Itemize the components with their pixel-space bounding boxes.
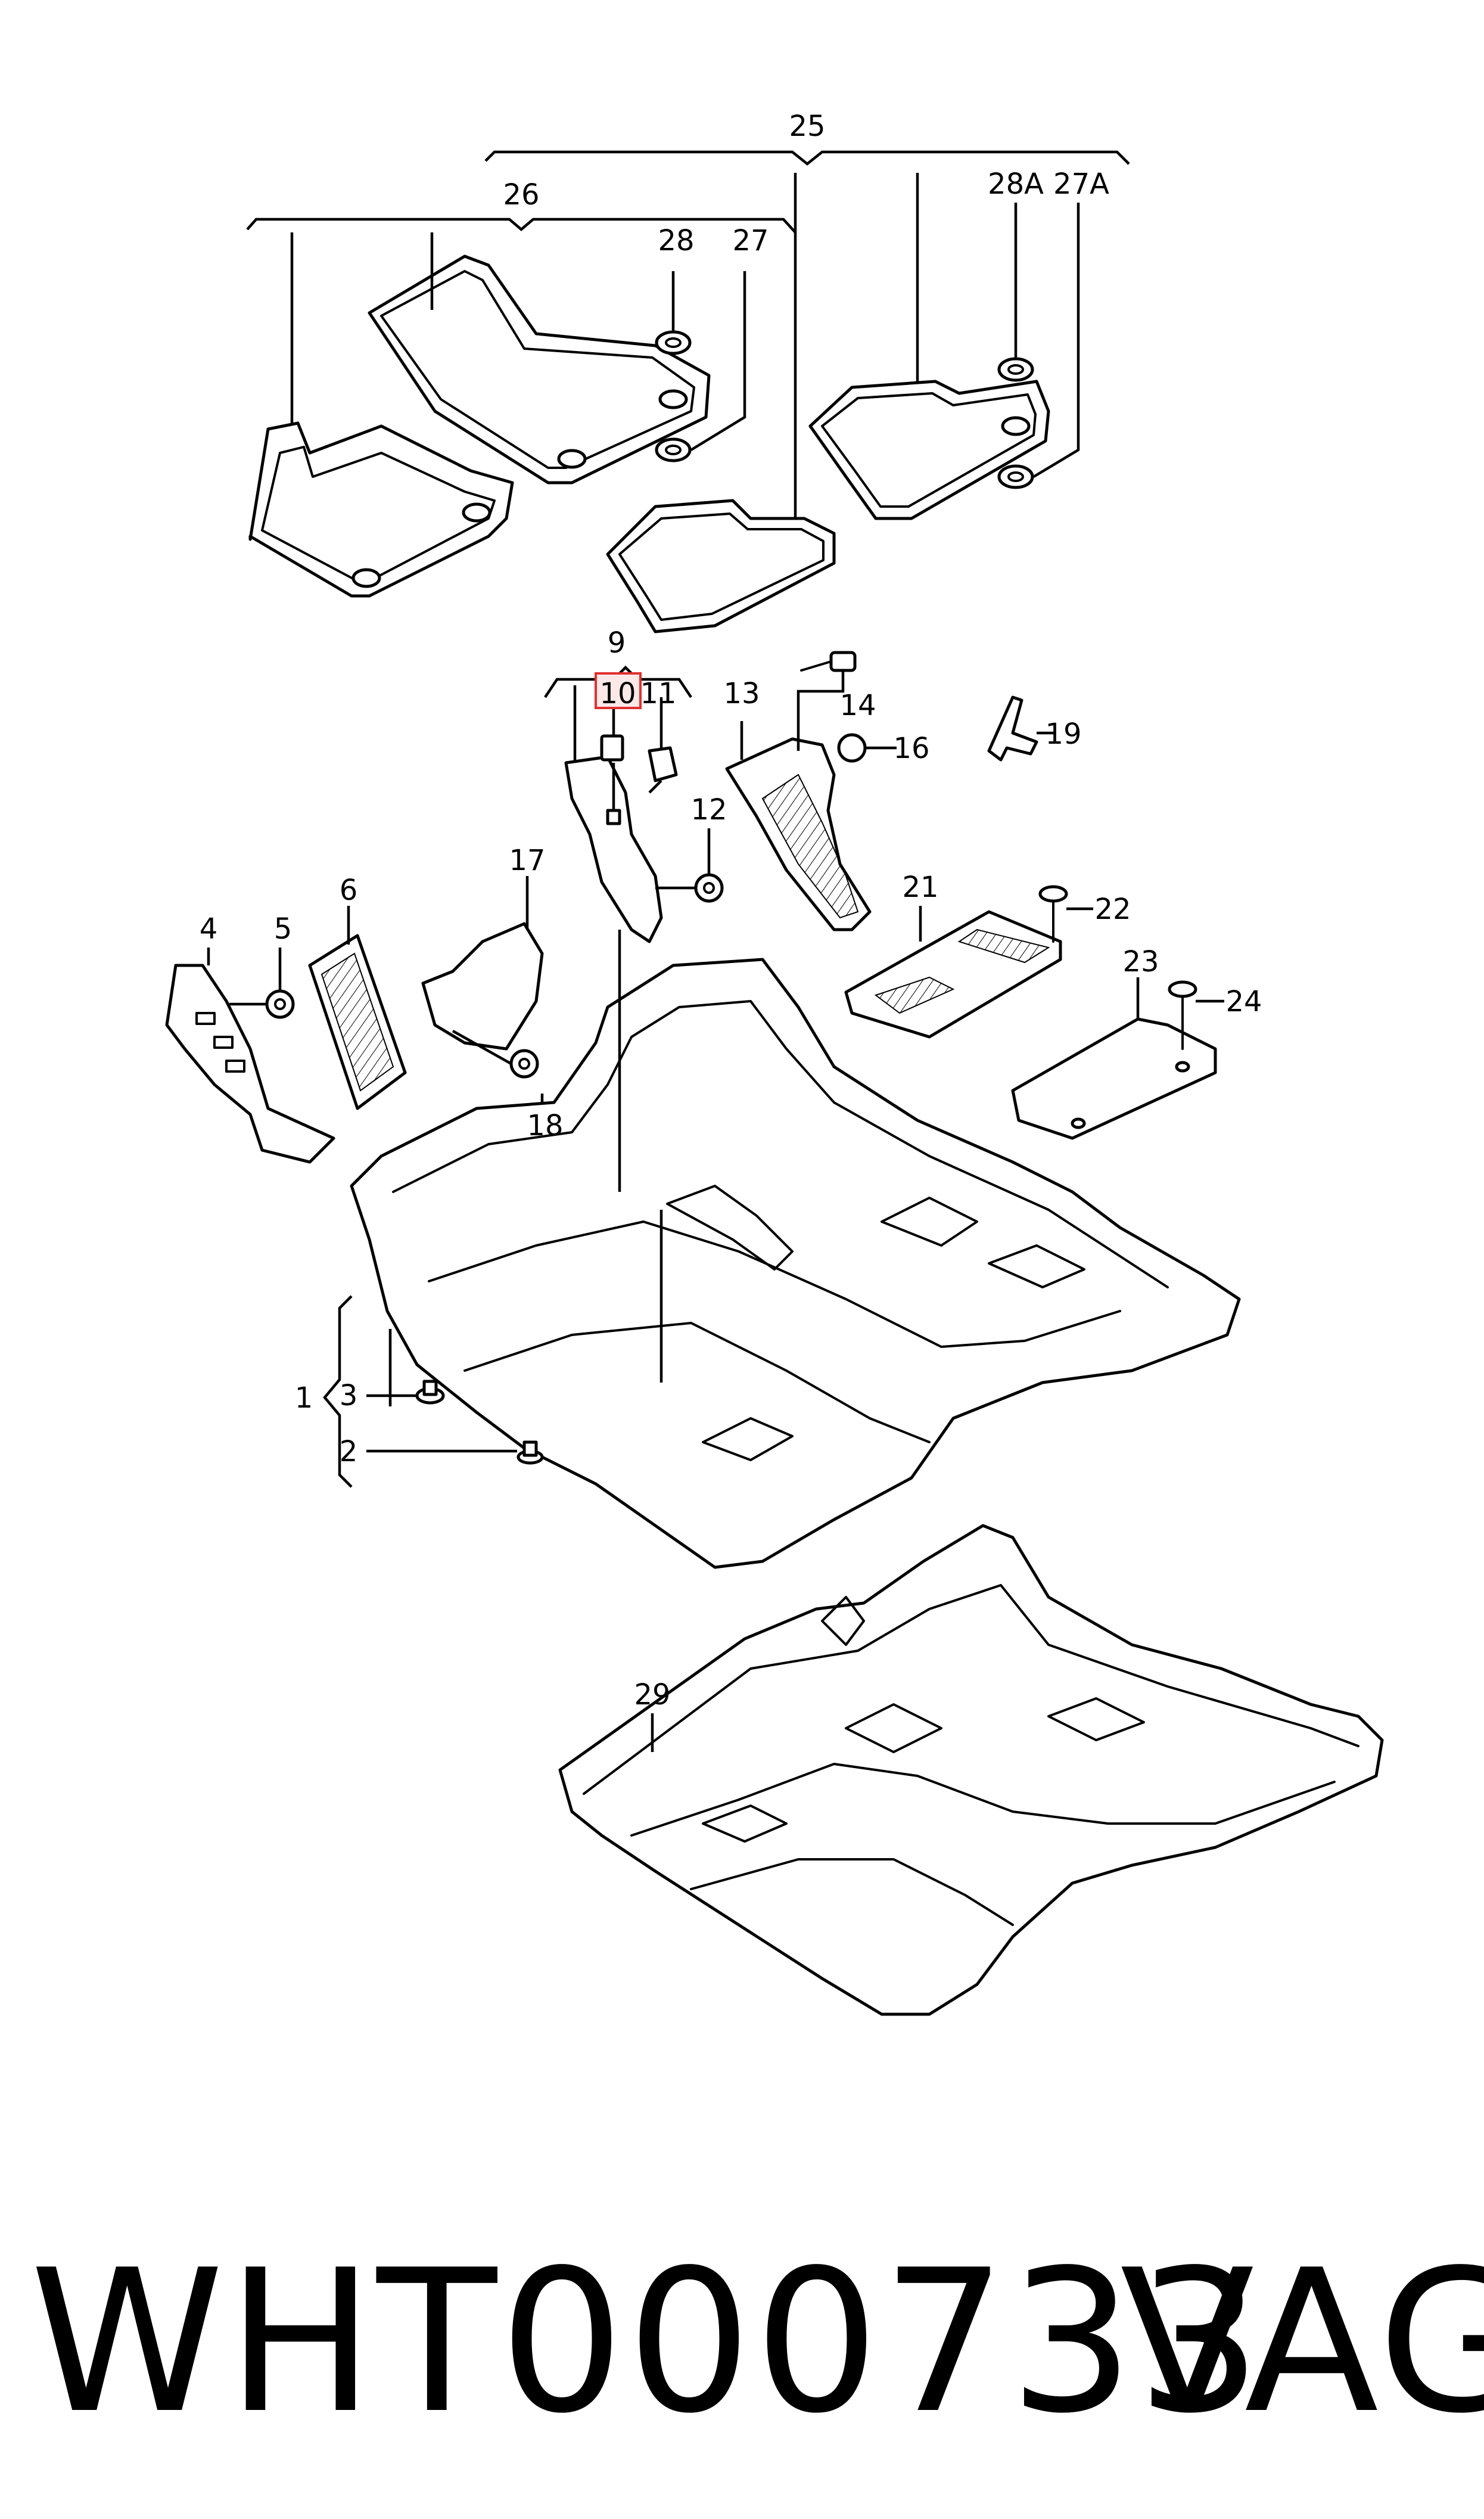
part-29-carpet bbox=[558, 1524, 1384, 2016]
part-2-clip bbox=[366, 1440, 544, 1465]
callout-27a: 27A bbox=[1053, 167, 1109, 201]
fastener-28 bbox=[655, 271, 692, 355]
callout-25: 25 bbox=[789, 110, 825, 143]
callout-28: 28 bbox=[658, 224, 694, 257]
callout-16: 16 bbox=[893, 732, 929, 765]
floor-mat-rear-center bbox=[606, 173, 836, 633]
part-23-panel bbox=[1011, 977, 1217, 1140]
part-1-floor-carpet bbox=[350, 930, 1241, 1569]
part-21-cover bbox=[844, 906, 1062, 1039]
callout-21: 21 bbox=[902, 871, 938, 904]
part-13-cover bbox=[725, 721, 872, 931]
callout-29: 29 bbox=[634, 1678, 670, 1712]
part-19-clip bbox=[987, 695, 1054, 762]
callout-6: 6 bbox=[340, 874, 358, 907]
part-17-bracket bbox=[421, 876, 544, 1051]
part-6-pad bbox=[308, 906, 407, 1110]
part-3-clip bbox=[366, 1380, 445, 1405]
callout-3: 3 bbox=[340, 1379, 358, 1412]
callout-24: 24 bbox=[1225, 985, 1262, 1018]
part-10-clip bbox=[600, 697, 624, 825]
part-9-trim bbox=[564, 685, 663, 943]
part-22-screw bbox=[1038, 885, 1093, 943]
callout-26: 26 bbox=[503, 178, 539, 212]
brand-text: VAG bbox=[1120, 2228, 1484, 2456]
part-12-nut bbox=[655, 828, 724, 903]
part-16-clip bbox=[837, 733, 897, 763]
bracket-9 bbox=[544, 665, 692, 698]
callout-27: 27 bbox=[732, 224, 769, 257]
callout-9: 9 bbox=[608, 626, 626, 660]
fastener-27a bbox=[997, 203, 1080, 489]
part-14-bolt bbox=[797, 651, 857, 751]
bracket-25 bbox=[484, 150, 1130, 166]
callout-18: 18 bbox=[527, 1109, 563, 1142]
callout-13: 13 bbox=[723, 677, 760, 710]
callout-10: 10 bbox=[599, 677, 636, 710]
part-18-nut bbox=[452, 1030, 544, 1114]
callout-2: 2 bbox=[340, 1435, 358, 1468]
floor-mat-rear-right bbox=[808, 173, 1050, 520]
part-11-clip bbox=[648, 697, 678, 794]
callout-23: 23 bbox=[1122, 945, 1159, 979]
callout-19: 19 bbox=[1045, 718, 1081, 751]
fastener-28a bbox=[997, 203, 1034, 382]
callout-14: 14 bbox=[839, 689, 876, 722]
callout-28a: 28A bbox=[988, 167, 1044, 201]
part-number-text: WHT000733 bbox=[30, 2228, 1264, 2456]
floor-mat-front-right bbox=[368, 232, 711, 484]
callout-12: 12 bbox=[690, 793, 727, 827]
callout-4: 4 bbox=[200, 912, 218, 946]
bracket-26 bbox=[246, 218, 797, 234]
callout-22: 22 bbox=[1094, 893, 1131, 926]
callout-1: 1 bbox=[295, 1381, 313, 1415]
callout-10-highlight bbox=[595, 672, 642, 709]
callout-11: 11 bbox=[640, 677, 676, 710]
callout-17: 17 bbox=[509, 844, 545, 877]
floor-mat-front-left bbox=[248, 232, 514, 598]
part-24-screw bbox=[1168, 980, 1224, 1050]
fastener-27 bbox=[655, 271, 746, 462]
part-5-nut bbox=[229, 948, 295, 1019]
callout-5: 5 bbox=[274, 912, 293, 946]
part-4-bracket bbox=[165, 948, 335, 1164]
callout-labels: 25 26 28A 27A 28 27 9 10 11 13 14 16 19 … bbox=[200, 110, 1262, 1712]
bracket-1 bbox=[323, 1295, 353, 1488]
